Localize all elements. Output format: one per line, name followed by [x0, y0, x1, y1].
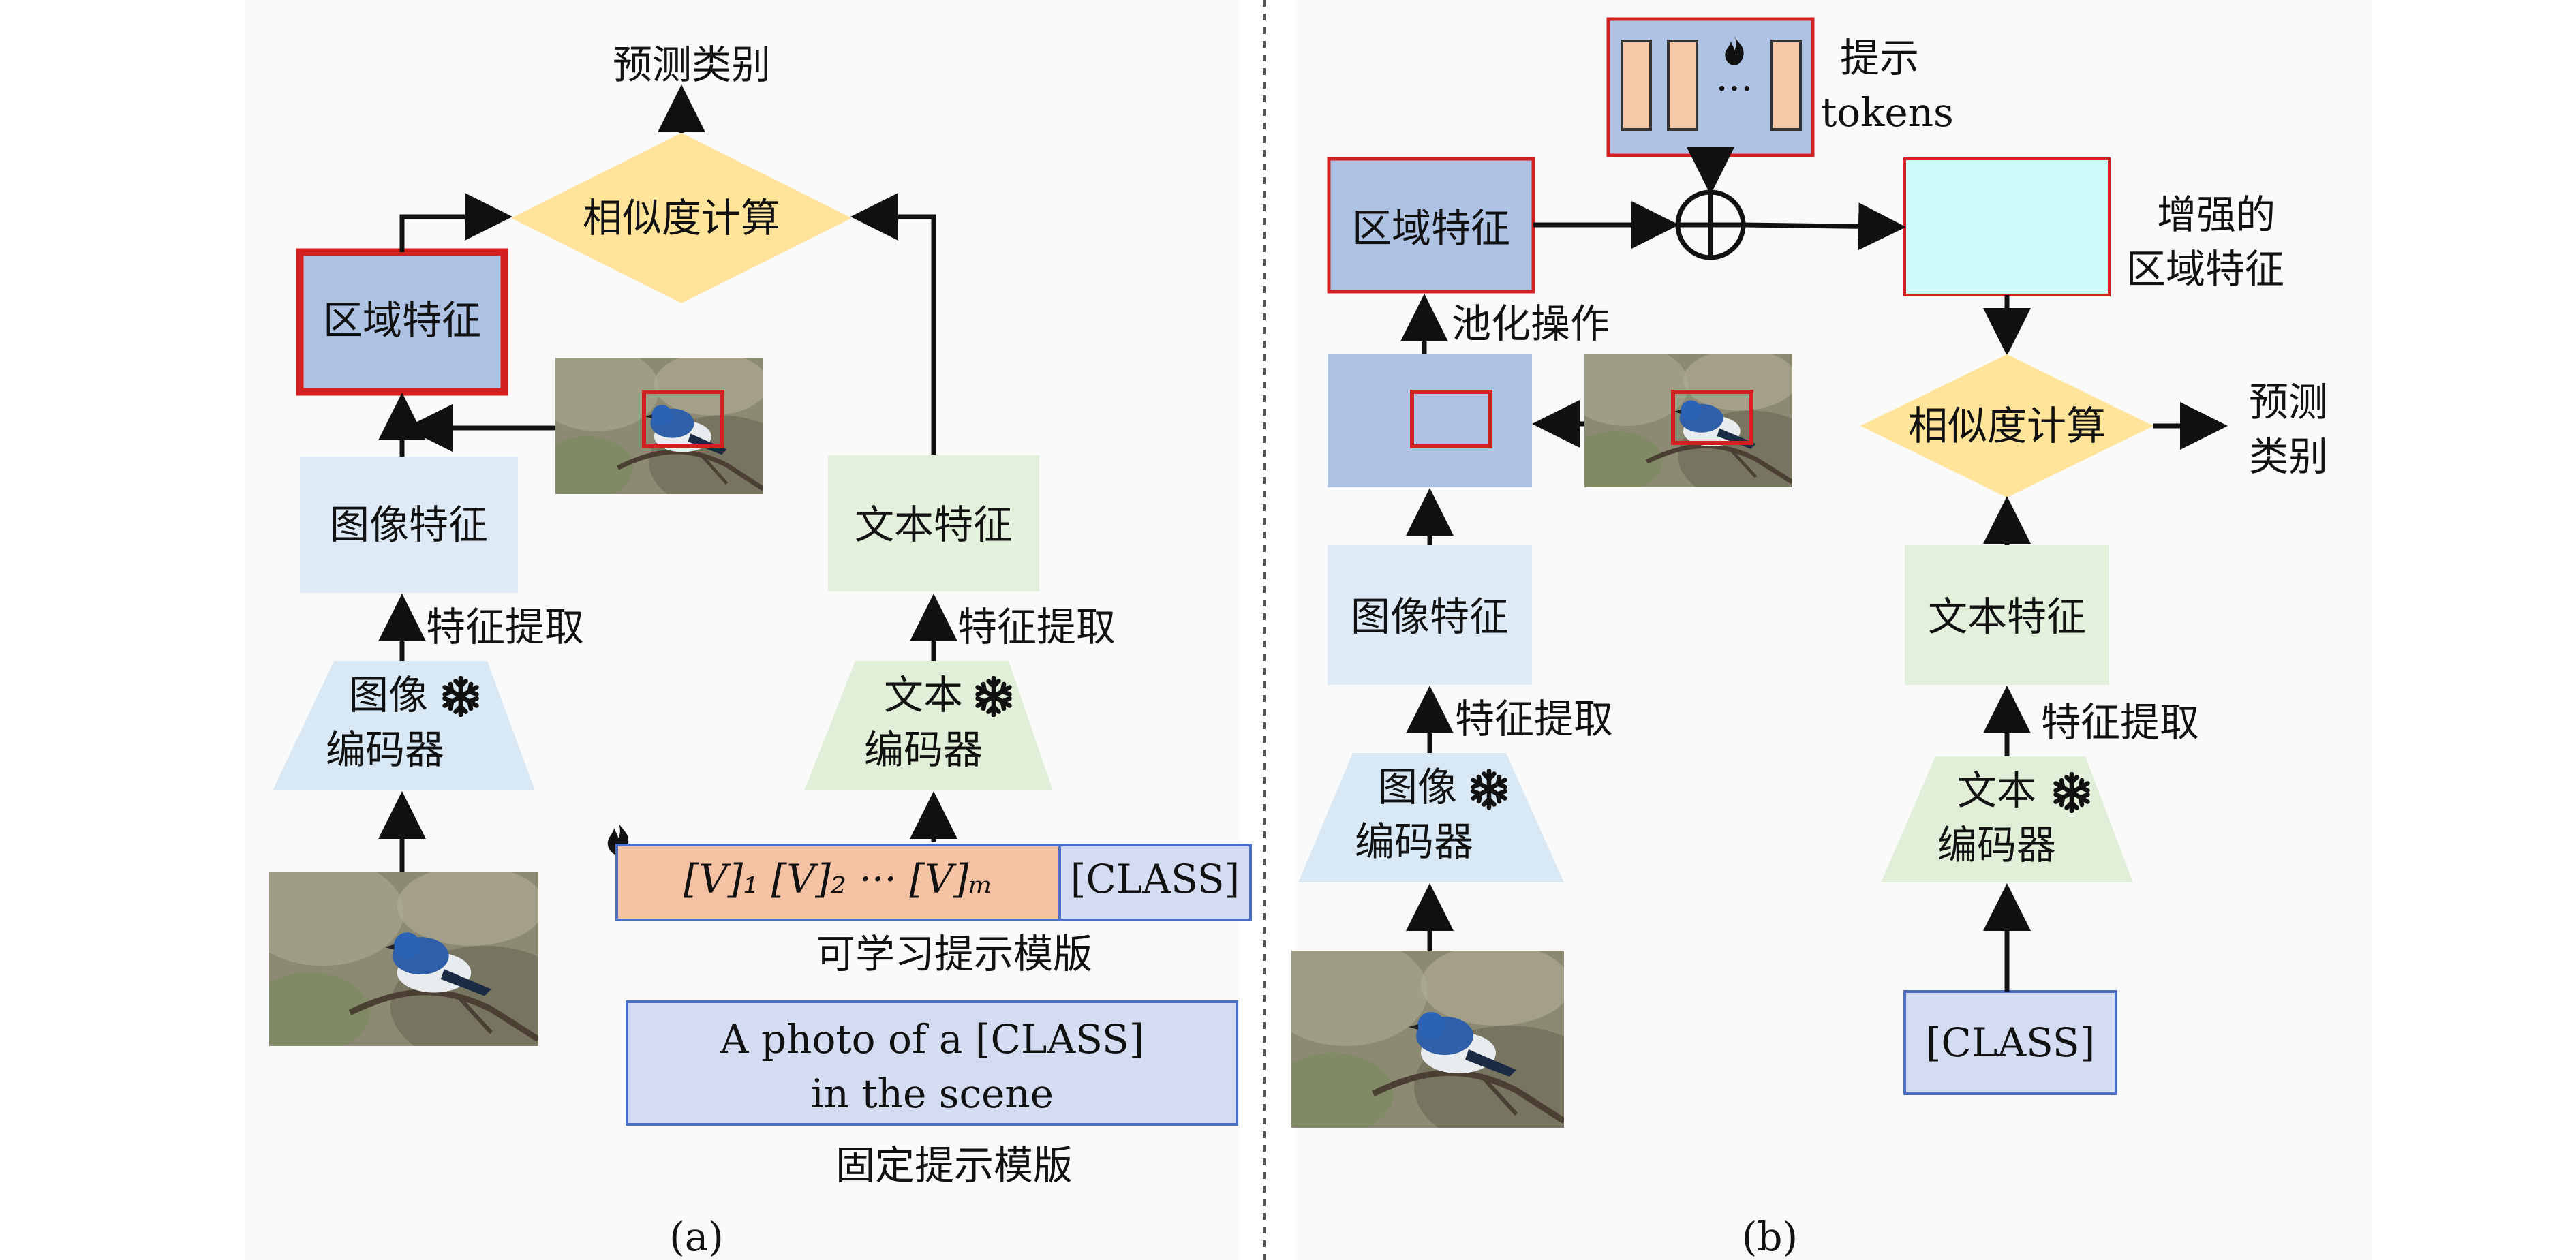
a-fixed-template-box — [626, 1000, 1238, 1126]
b-bird-crop-image — [1564, 344, 1824, 503]
a-text-feature-box — [828, 455, 1039, 591]
a-similarity-diamond — [511, 133, 852, 303]
a-input-image — [243, 859, 579, 1066]
b-text-feature-box — [1905, 545, 2109, 685]
b-text-encoder-line2: 编码器 — [1937, 822, 2056, 868]
a-learnable-tokens-box — [615, 844, 1061, 921]
b-feature-map-box — [1328, 354, 1532, 487]
a-learnable-tokens-text: [V]₁ [V]₂ ··· [V]ₘ — [684, 856, 993, 902]
b-feature-map-roi — [1410, 390, 1492, 448]
b-image-feature-box — [1328, 545, 1532, 685]
a-fixed-template-label: 固定提示模版 — [835, 1142, 1073, 1188]
b-arrow-combine-to-enhanced — [1743, 202, 1906, 251]
b-region-feature-label: 区域特征 — [1352, 205, 1510, 251]
a-text-encoder-line2: 编码器 — [864, 726, 983, 773]
a-fixed-template-line2: in the scene — [811, 1071, 1054, 1117]
b-prompt-token-1 — [1621, 40, 1652, 131]
b-class-token-text: [CLASS] — [1926, 1019, 2095, 1066]
panel-a: 预测类别 相似度计算 区域特征 图像特征 特征提取 图像 编码器 — [243, 0, 1252, 1260]
a-text-encoder-line1: 文本 — [884, 672, 963, 718]
b-image-extract-label: 特征提取 — [1455, 696, 1613, 742]
b-image-encoder-line2: 编码器 — [1355, 818, 1473, 865]
panel-b: ··· 提示 tokens 区域特征 增强的 区域特征 池化操作 — [1264, 0, 2372, 1260]
a-image-extract-label: 特征提取 — [426, 604, 584, 650]
a-bird-crop-image — [535, 348, 795, 510]
a-arrow-region-to-similarity — [399, 193, 512, 252]
a-arrow-text-to-similarity — [850, 193, 936, 455]
b-prompt-token-2 — [1667, 40, 1698, 131]
b-pooling-label: 池化操作 — [1452, 301, 1610, 347]
a-text-extract-label: 特征提取 — [957, 604, 1116, 650]
a-class-token-text: [CLASS] — [1071, 856, 1240, 902]
b-output-label-line1: 预测 — [2249, 379, 2328, 425]
b-enhanced-region-box — [1903, 157, 2111, 296]
b-enhanced-label-line2: 区域特征 — [2126, 246, 2284, 292]
a-image-encoder-line1: 图像 — [349, 672, 428, 718]
a-image-feature-label: 图像特征 — [330, 502, 488, 548]
b-circled-plus-icon — [1675, 189, 1746, 260]
b-image-encoder-line1: 图像 — [1378, 764, 1457, 810]
a-region-feature-box — [296, 248, 508, 396]
a-caption: (a) — [669, 1214, 724, 1260]
a-similarity-label: 相似度计算 — [583, 195, 780, 241]
b-text-feature-label: 文本特征 — [1928, 594, 2086, 640]
b-text-encoder-line1: 文本 — [1957, 767, 2036, 814]
a-class-token-box — [1058, 844, 1252, 921]
a-image-feature-box — [300, 457, 518, 593]
a-fixed-template-line1: A photo of a [CLASS] — [720, 1016, 1145, 1062]
b-enhanced-label-line1: 增强的 — [2157, 191, 2275, 238]
b-input-image — [1264, 937, 1605, 1148]
a-image-encoder-line2: 编码器 — [326, 726, 444, 773]
b-prompt-token-3 — [1770, 40, 1802, 131]
a-output-label: 预测类别 — [613, 42, 771, 88]
b-output-label-line2: 类别 — [2249, 433, 2328, 480]
a-text-feature-label: 文本特征 — [855, 502, 1013, 548]
b-image-feature-label: 图像特征 — [1351, 594, 1509, 640]
b-prompt-label-line1: 提示 — [1840, 35, 1919, 81]
b-similarity-label: 相似度计算 — [1908, 403, 2106, 449]
b-region-feature-box — [1327, 157, 1535, 294]
b-class-token-box — [1903, 990, 2117, 1095]
b-text-extract-label: 特征提取 — [2041, 699, 2199, 746]
a-learnable-template-label: 可学习提示模版 — [816, 931, 1092, 977]
a-region-feature-label: 区域特征 — [323, 297, 481, 343]
b-prompt-dots: ··· — [1715, 65, 1753, 112]
b-prompt-label-line2: tokens — [1821, 89, 1954, 136]
b-similarity-diamond — [1860, 354, 2153, 497]
b-caption: (b) — [1742, 1214, 1798, 1260]
